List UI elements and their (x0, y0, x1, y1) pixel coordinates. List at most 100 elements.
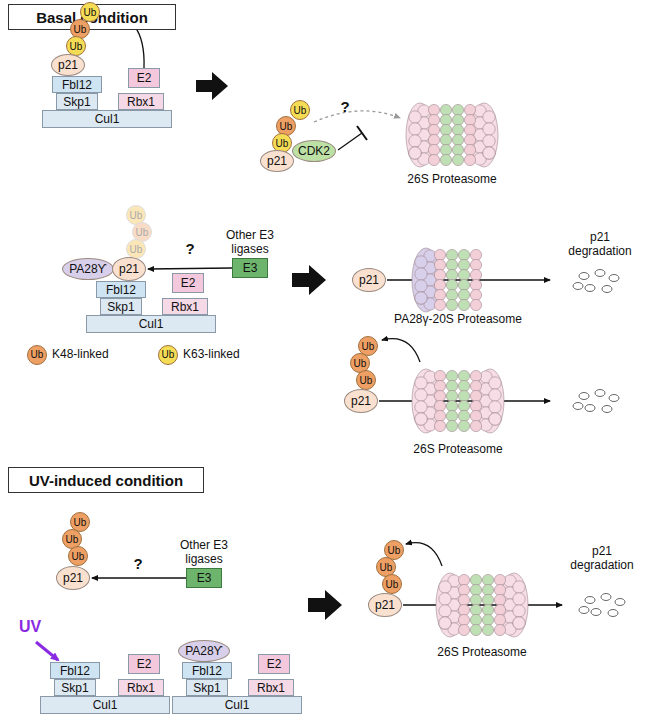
fbl12-box: Fbl12 (96, 281, 146, 298)
node-label: p21 (351, 394, 371, 408)
p21-oval: p21 (368, 593, 402, 617)
proteasome-label: 26S Proteasome (392, 172, 512, 186)
proteasome-label: 26S Proteasome (398, 442, 518, 456)
e2-box: E2 (258, 654, 290, 674)
question-mark: ? (335, 98, 355, 115)
node-label: Ub (74, 24, 87, 35)
e2-box: E2 (128, 68, 160, 88)
node-label: Fbl12 (60, 664, 90, 678)
node-label: p21 (63, 571, 83, 585)
outcome-label: p21 degradation (560, 230, 640, 258)
p21-oval: p21 (352, 268, 386, 292)
p21-oval: p21 (344, 389, 378, 413)
rbx1-box: Rbx1 (248, 679, 294, 696)
node-label: Ub (136, 227, 149, 238)
ub-circle: Ub (356, 370, 376, 390)
rbx1-box: Rbx1 (118, 679, 164, 696)
e2-box: E2 (172, 273, 204, 293)
cul1-box: Cul1 (172, 696, 302, 714)
ub-circle: Ub (126, 239, 146, 259)
p21-oval: p21 (56, 566, 90, 590)
pa28-oval: PA28ϒ (178, 640, 230, 662)
node-label: Cul1 (225, 698, 250, 712)
node-label: p21 (375, 598, 395, 612)
node-label: Ub (354, 358, 367, 369)
rbx1-box: Rbx1 (118, 93, 164, 110)
p21-oval: p21 (260, 150, 294, 172)
node-label: CDK2 (298, 144, 330, 158)
connector-arrow (92, 577, 186, 578)
skp1-box: Skp1 (56, 93, 98, 110)
node-label: Cul1 (93, 698, 118, 712)
section-header: UV-induced condition (8, 467, 204, 493)
ub-circle: Ub (382, 574, 402, 594)
node-label: Rbx1 (257, 681, 285, 695)
node-label: Fbl12 (106, 283, 136, 297)
node-label: Skp1 (61, 681, 88, 695)
ub-circle: Ub (290, 100, 310, 120)
uv-arrow (36, 642, 58, 660)
node-label: Fbl12 (62, 78, 92, 92)
outcome-label: p21 degradation (562, 544, 642, 572)
node-label: Ub (130, 210, 143, 221)
cdk2-oval: CDK2 (292, 140, 336, 162)
node-label: Ub (380, 562, 393, 573)
node-label: Rbx1 (127, 681, 155, 695)
skp1-box: Skp1 (186, 679, 228, 696)
node-label: Ub (72, 551, 85, 562)
blocked-arrow (314, 111, 400, 122)
node-label: Rbx1 (127, 95, 155, 109)
node-label: Ub (84, 7, 97, 18)
node-label: Ub (360, 375, 373, 386)
uv-label: UV (14, 618, 46, 636)
node-label: p21 (267, 154, 287, 168)
node-heading: Other E3 ligases (166, 538, 242, 566)
node-label: Skp1 (193, 681, 220, 695)
proteasome-label: 26S Proteasome (422, 645, 542, 659)
node-label: E2 (267, 657, 282, 671)
cul1-box: Cul1 (86, 315, 216, 333)
legend-text: K63-linked (183, 347, 240, 361)
skp1-box: Skp1 (100, 298, 142, 315)
node-label: Ub (66, 534, 79, 545)
rbx1-box: Rbx1 (162, 298, 208, 315)
node-label: E3 (197, 571, 212, 585)
node-heading: Other E3 ligases (212, 228, 288, 256)
p21-oval: p21 (112, 257, 146, 281)
node-label: Ub (362, 341, 375, 352)
fbl12-box: Fbl12 (52, 76, 102, 93)
pa28-oval: PA28ϒ (62, 258, 114, 280)
node-label: Fbl12 (192, 664, 222, 678)
ub-legend-text: Ub (158, 345, 178, 365)
node-label: Ub (70, 41, 83, 52)
node-label: Rbx1 (171, 300, 199, 314)
node-label: PA28ϒ (185, 644, 223, 658)
ub-circle: Ub (66, 36, 86, 56)
node-label: p21 (119, 262, 139, 276)
node-label: Cul1 (95, 112, 120, 126)
legend-text: K48-linked (52, 347, 109, 361)
node-label: p21 (359, 273, 379, 287)
e3-box: Other E3 ligasesE3 (186, 568, 222, 588)
big-arrow (196, 72, 342, 620)
ub-circle: Ub (68, 546, 88, 566)
node-label: Ub (386, 579, 399, 590)
cul1-box: Cul1 (40, 696, 170, 714)
fbl12-box: Fbl12 (182, 662, 232, 679)
node-label: Ub (280, 121, 293, 132)
node-label: Ub (276, 138, 289, 149)
node-label: PA28ϒ (69, 262, 107, 276)
node-label: E2 (181, 276, 196, 290)
node-label: Cul1 (139, 317, 164, 331)
connector-arrow (148, 268, 232, 269)
question-mark: ? (128, 555, 148, 572)
e2-box: E2 (128, 654, 160, 674)
flow-lines (338, 126, 562, 605)
ub-legend-text: Ub (27, 345, 47, 365)
node-label: Skp1 (63, 95, 90, 109)
cul1-box: Cul1 (42, 110, 172, 128)
question-mark: ? (180, 240, 200, 257)
p21-oval: p21 (51, 54, 85, 76)
fbl12-box: Fbl12 (50, 662, 100, 679)
proteasome-label: PA28γ-20S Proteasome (383, 312, 533, 326)
